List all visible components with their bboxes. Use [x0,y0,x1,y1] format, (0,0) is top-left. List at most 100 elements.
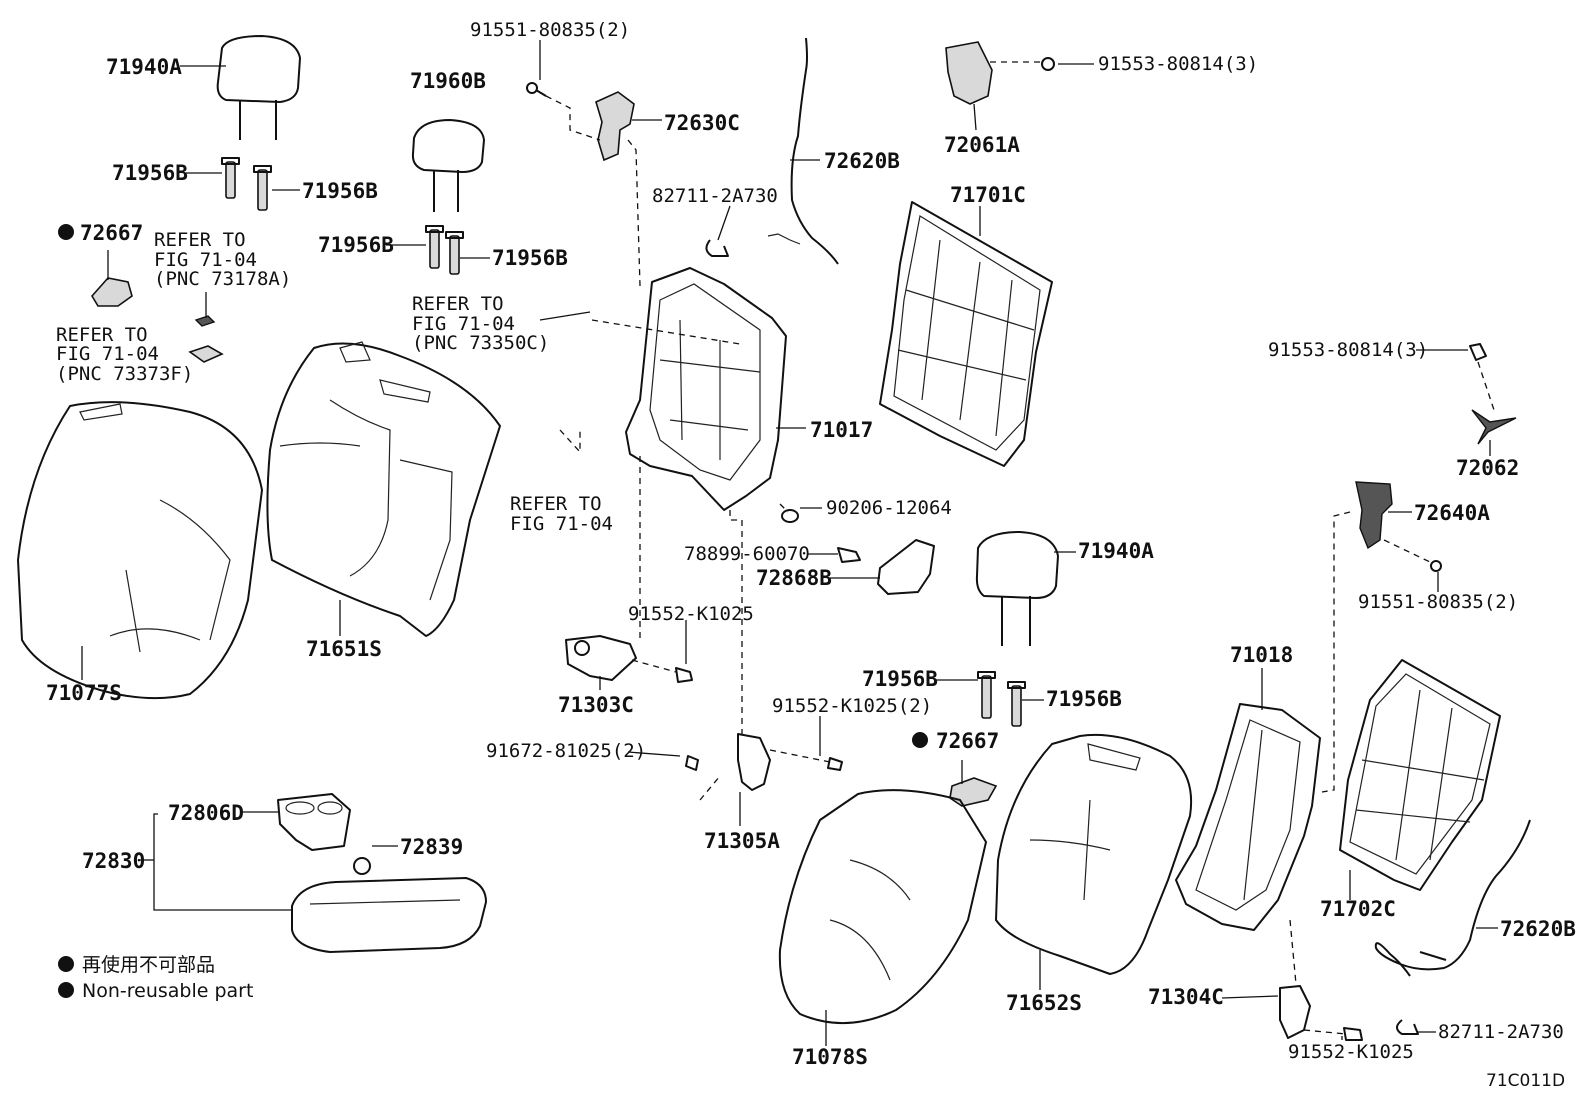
label-71956b-2: 71956B [302,179,378,203]
label-fig-1: FIG 71-04 [154,249,257,271]
hinge-71305a [685,733,843,791]
leader-lines [81,40,1498,1046]
label-71303c: 71303C [558,693,634,717]
hinge-71303c [565,635,693,683]
label-72667-left: 72667 [80,221,143,245]
clip-72667-right [949,777,998,807]
non-reusable-marker-1 [58,224,74,240]
label-72062: 72062 [1456,456,1519,480]
label-72630c: 72630C [664,111,740,135]
seatback-board-71702c [1339,659,1501,891]
clip-72667-left [91,277,133,307]
headrest-guide-pair-1 [221,157,272,211]
seatback-cover-71077s [17,401,263,700]
label-71956b-3: 71956B [318,233,394,257]
label-71956b-1: 71956B [112,161,188,185]
cable-clip-82711-bottom [1396,1019,1419,1035]
headrest-71960b [411,119,485,212]
label-71304c: 71304C [1148,985,1224,1009]
legend-text-en: Non-reusable part [82,980,253,1002]
label-71702c: 71702C [1320,897,1396,921]
label-71078s: 71078S [792,1045,868,1069]
clip-73373f [188,345,224,363]
label-71940a-right: 71940A [1078,539,1154,563]
label-91552-bottom: 91552-K1025 [1288,1041,1414,1063]
label-refer-4: REFER TO [510,493,602,515]
nut-72839 [353,857,371,875]
headrest-guide-pair-3 [977,671,1026,727]
headrest-71940a-right [975,531,1059,646]
label-fig-4: FIG 71-04 [510,513,613,535]
label-72868b: 72868B [756,566,832,590]
label-82711-top: 82711-2A730 [652,185,778,207]
hinge-72061a [945,41,1055,105]
label-78899: 78899-60070 [684,543,810,565]
label-pnc-1: (PNC 73178A) [154,268,291,290]
seatback-cover-71078s [778,789,987,1025]
lock-bracket-72630c [526,82,635,162]
label-91553-top: 91553-80814(3) [1098,53,1258,75]
washer-90206 [781,509,799,523]
label-fig-2: FIG 71-04 [56,343,159,365]
hinge-71304c [1279,985,1363,1041]
assembly-dashed-lines [545,61,1495,1035]
label-71077s: 71077S [46,681,122,705]
label-72830: 72830 [82,849,145,873]
label-71652s: 71652S [1006,991,1082,1015]
bolt-78899 [837,547,861,563]
label-71956b-5: 71956B [862,667,938,691]
label-71956b-4: 71956B [492,246,568,270]
label-72061a: 72061A [944,133,1020,157]
label-pnc-3: (PNC 73350C) [412,332,549,354]
headrest-guide-pair-2 [425,225,464,275]
label-pnc-2: (PNC 73373F) [56,363,193,385]
label-refer-1: REFER TO [154,229,246,251]
cable-clip-82711-top [705,239,729,257]
label-71701c: 71701C [950,183,1026,207]
clip-73178a [194,315,216,327]
label-72806d: 72806D [168,801,244,825]
washer-72062 [1471,409,1517,445]
armrest-72830 [291,877,487,953]
legend: 再使用不可部品 Non-reusable part [58,954,253,1002]
label-91552-2: 91552-K1025(2) [772,695,932,717]
seatback-frame-71018 [1175,703,1321,931]
label-72620b-bottom: 72620B [1500,917,1576,941]
label-71017: 71017 [810,418,873,442]
label-71018: 71018 [1230,643,1293,667]
legend-text-jp: 再使用不可部品 [82,954,215,976]
seatback-board-71701c [879,201,1053,467]
label-91551-top: 91551-80835(2) [470,19,630,41]
label-refer-2: REFER TO [56,324,148,346]
non-reusable-marker-2 [912,732,928,748]
label-72640a: 72640A [1414,501,1490,525]
label-91553-right: 91553-80814(3) [1268,339,1428,361]
label-71305a: 71305A [704,829,780,853]
release-cable-72620b-bottom [1374,819,1531,977]
seatback-frame-71017 [625,267,787,511]
label-91672: 91672-81025(2) [486,740,646,762]
label-90206: 90206-12064 [826,497,952,519]
label-72667-right: 72667 [936,729,999,753]
legend-marker-jp [58,956,74,972]
label-71956b-6: 71956B [1046,687,1122,711]
label-91551-right: 91551-80835(2) [1358,591,1518,613]
label-82711-bottom: 82711-2A730 [1438,1021,1564,1043]
bolt-91553-right [1469,343,1487,361]
label-72620b-top: 72620B [824,149,900,173]
label-refer-3: REFER TO [412,293,504,315]
seatback-pad-71651s [266,341,501,637]
cover-72868b [877,539,935,595]
lock-bracket-72640a [1355,481,1442,572]
figure-code: 71C011D [1486,1071,1565,1091]
label-fig-3: FIG 71-04 [412,313,515,335]
cup-holder-72806d [277,793,351,851]
label-71940a-left: 71940A [106,55,182,79]
headrest-71940a-left [216,35,301,140]
label-71960b: 71960B [410,69,486,93]
legend-marker-en [58,982,74,998]
label-91552-center: 91552-K1025 [628,603,754,625]
label-72839: 72839 [400,835,463,859]
seatback-pad-71652s [995,733,1193,975]
